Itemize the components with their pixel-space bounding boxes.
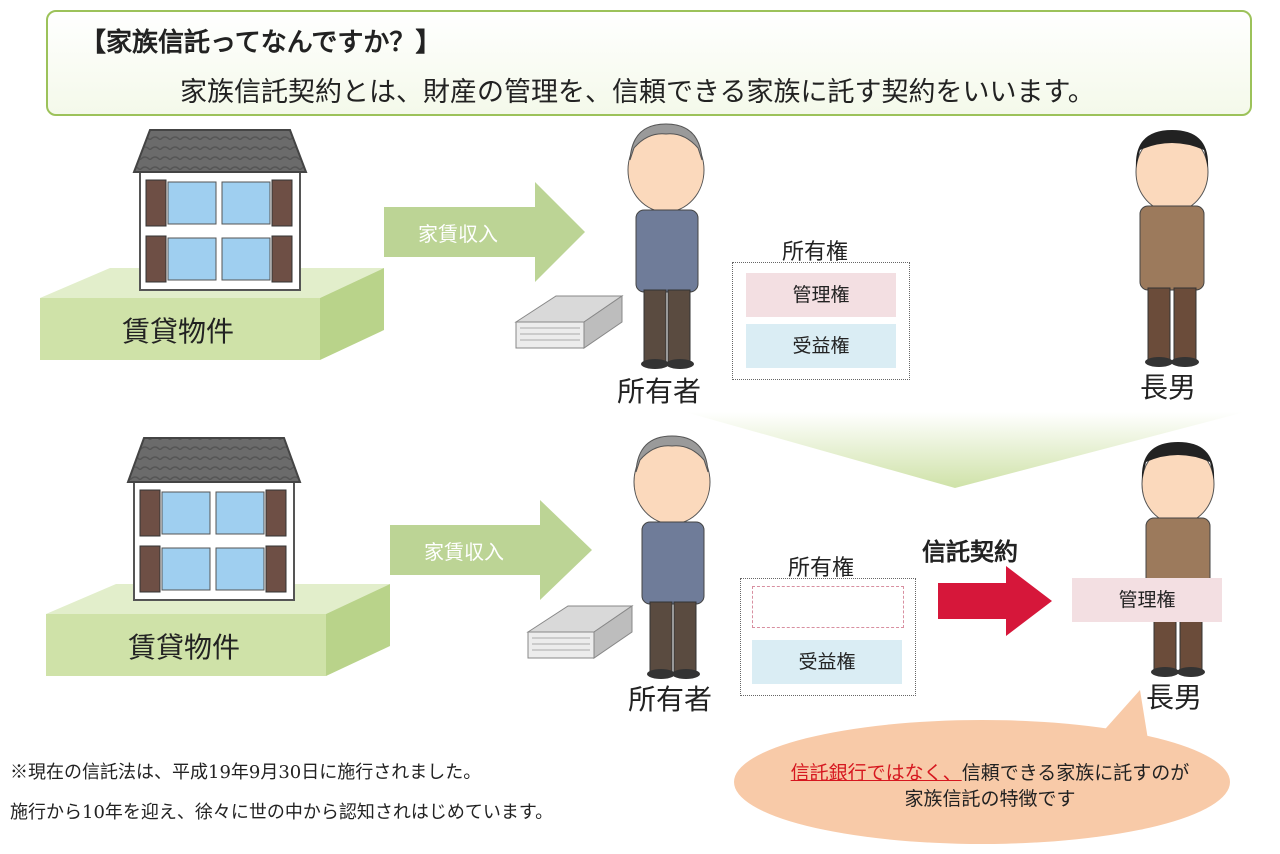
bubble-highlight: 信託銀行ではなく、 bbox=[790, 762, 962, 784]
son-management-right-box: 管理権 bbox=[1072, 578, 1222, 622]
page-title: 【家族信託ってなんですか？】 bbox=[80, 28, 442, 58]
beneficial-right-box: 受益権 bbox=[746, 324, 896, 368]
property-label: 賃貸物件 bbox=[128, 631, 241, 664]
note-line-1: ※現在の信託法は、平成19年9月30日に施行されました。 bbox=[10, 762, 482, 783]
eldest-son-label: 長男 bbox=[1140, 371, 1197, 404]
header-box bbox=[46, 10, 1252, 116]
elderly-man-icon bbox=[627, 123, 705, 369]
note-line-2: 施行から10年を迎え、徐々に世の中から認知されはじめています。 bbox=[10, 802, 554, 823]
house-icon bbox=[126, 437, 302, 601]
rights-frame bbox=[740, 578, 916, 696]
rent-income-label: 家賃収入 bbox=[424, 540, 504, 564]
bubble-text: 信託銀行ではなく、信頼できる家族に託すのが 家族信託の特徴です bbox=[740, 760, 1240, 812]
owner-label: 所有者 bbox=[628, 683, 713, 716]
contract-arrow-icon bbox=[938, 566, 1052, 636]
ownership-title: 所有権 bbox=[788, 556, 855, 581]
money-stack-icon bbox=[526, 605, 634, 659]
rent-income-label: 家賃収入 bbox=[418, 222, 498, 246]
speech-bubble-icon bbox=[734, 690, 1230, 844]
bubble-line2: 家族信託の特徴です bbox=[904, 788, 1076, 810]
son-icon bbox=[1135, 130, 1209, 367]
beneficial-right-box: 受益権 bbox=[752, 640, 902, 684]
ownership-title: 所有権 bbox=[782, 240, 849, 265]
elderly-man-icon bbox=[633, 435, 711, 679]
owner-label: 所有者 bbox=[617, 375, 702, 408]
bubble-line1-rest: 信頼できる家族に託すのが bbox=[961, 762, 1190, 784]
management-right-box: 管理権 bbox=[746, 273, 896, 317]
eldest-son-label: 長男 bbox=[1146, 681, 1203, 714]
property-label: 賃貸物件 bbox=[122, 315, 235, 348]
transfer-funnel bbox=[685, 412, 1245, 488]
trust-contract-label: 信託契約 bbox=[922, 538, 1018, 566]
house-icon bbox=[132, 129, 308, 291]
money-stack-icon bbox=[514, 295, 624, 349]
arrow-right-icon bbox=[390, 500, 592, 600]
arrow-right-icon bbox=[384, 182, 585, 282]
page-description: 家族信託契約とは、財産の管理を、信頼できる家族に託す契約をいいます。 bbox=[180, 77, 1095, 108]
son-icon bbox=[1141, 442, 1215, 677]
rights-frame bbox=[732, 262, 910, 380]
empty-management-slot bbox=[752, 586, 904, 628]
